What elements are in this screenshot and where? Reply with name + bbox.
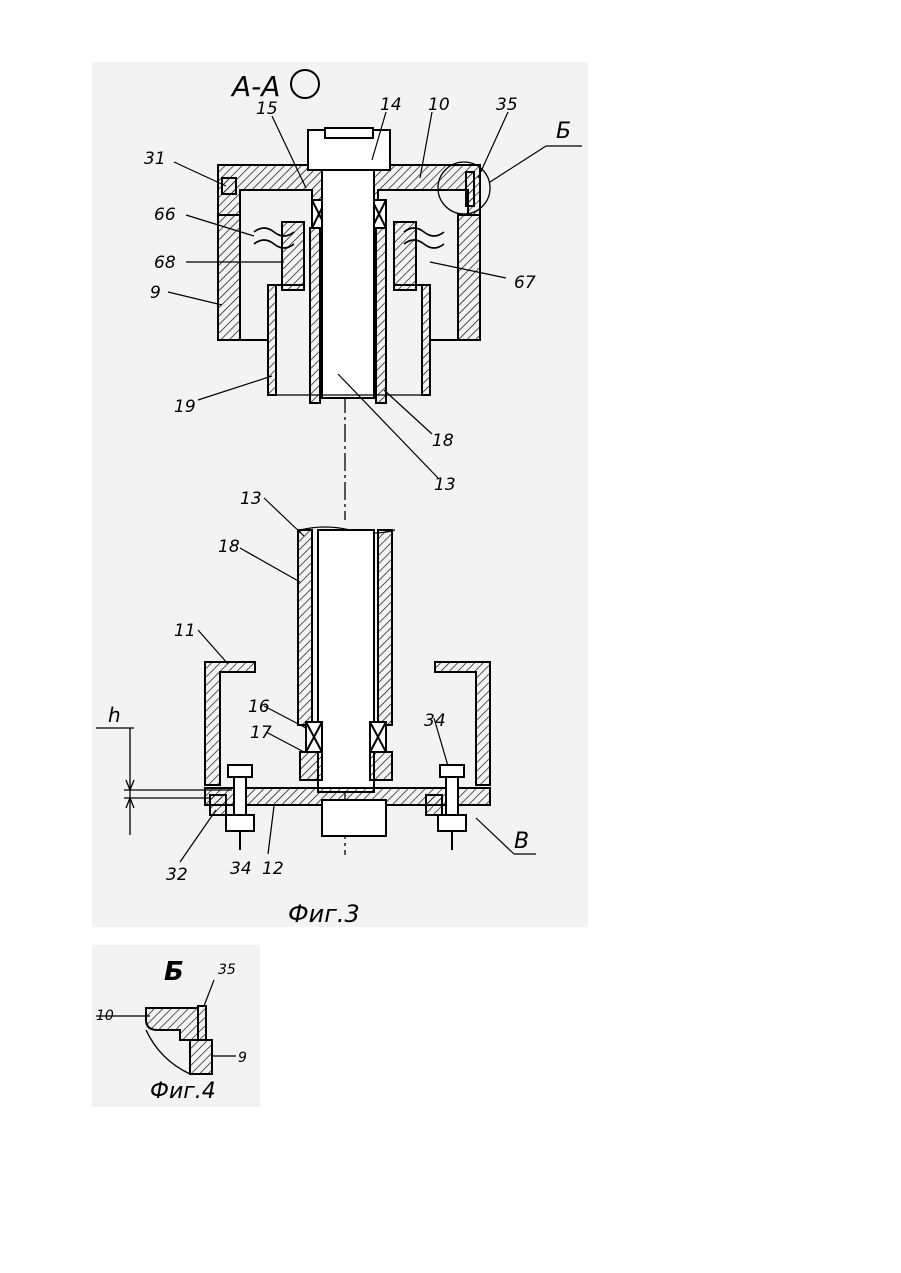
callout-11: 11 <box>174 621 196 641</box>
seal-31 <box>222 178 236 194</box>
callout-18-lower: 18 <box>218 537 240 557</box>
seal-35-detail <box>198 1006 206 1040</box>
callout-34-right: 34 <box>424 711 446 731</box>
tube-19-left <box>268 285 276 395</box>
callout-66: 66 <box>154 205 176 225</box>
shaft-end <box>322 800 386 836</box>
callout-34-left: 34 <box>230 859 252 879</box>
callout-9: 9 <box>150 283 161 303</box>
tube-18-right <box>376 228 386 403</box>
callout-15: 15 <box>256 99 278 119</box>
callout-13-lower: 13 <box>240 489 262 509</box>
sleeve-17-left <box>300 752 322 780</box>
dimension-h-label: h <box>108 703 121 727</box>
callout-19: 19 <box>174 397 196 417</box>
callout-12: 12 <box>262 859 284 879</box>
callout-13-upper: 13 <box>434 475 456 495</box>
housing-9-left <box>218 215 240 340</box>
figure-4-title: Б <box>164 957 184 987</box>
callout-67: 67 <box>514 273 536 293</box>
figure-4-callout-10: 10 <box>96 1008 114 1024</box>
detail-b-mark: Б <box>556 119 571 144</box>
housing-9-detail <box>190 1040 212 1074</box>
tube-18-left <box>310 228 320 403</box>
callout-18-upper: 18 <box>432 431 454 451</box>
callout-68: 68 <box>154 253 176 273</box>
figure-4-callout-9: 9 <box>238 1050 247 1066</box>
callout-14: 14 <box>380 95 402 115</box>
callout-10: 10 <box>428 95 450 115</box>
tube-19-right <box>422 285 430 395</box>
seal-35 <box>466 172 474 206</box>
housing-9-right <box>458 215 480 340</box>
shaft-13-lower <box>318 530 374 792</box>
callout-31: 31 <box>144 149 166 169</box>
figure-4-callout-35: 35 <box>218 962 236 978</box>
callout-17: 17 <box>250 723 272 743</box>
callout-16: 16 <box>248 697 270 717</box>
shaft-13-top <box>322 170 374 398</box>
tube-18-lower-left <box>298 530 312 725</box>
sleeve-17-right <box>370 752 392 780</box>
figure-4-caption: Фиг.4 <box>150 1079 216 1104</box>
detail-v-mark: В <box>514 829 529 854</box>
callout-35: 35 <box>496 95 518 115</box>
callout-32: 32 <box>166 865 188 885</box>
figure-3-caption: Фиг.3 <box>288 900 360 928</box>
tube-18-lower-right <box>378 530 392 725</box>
